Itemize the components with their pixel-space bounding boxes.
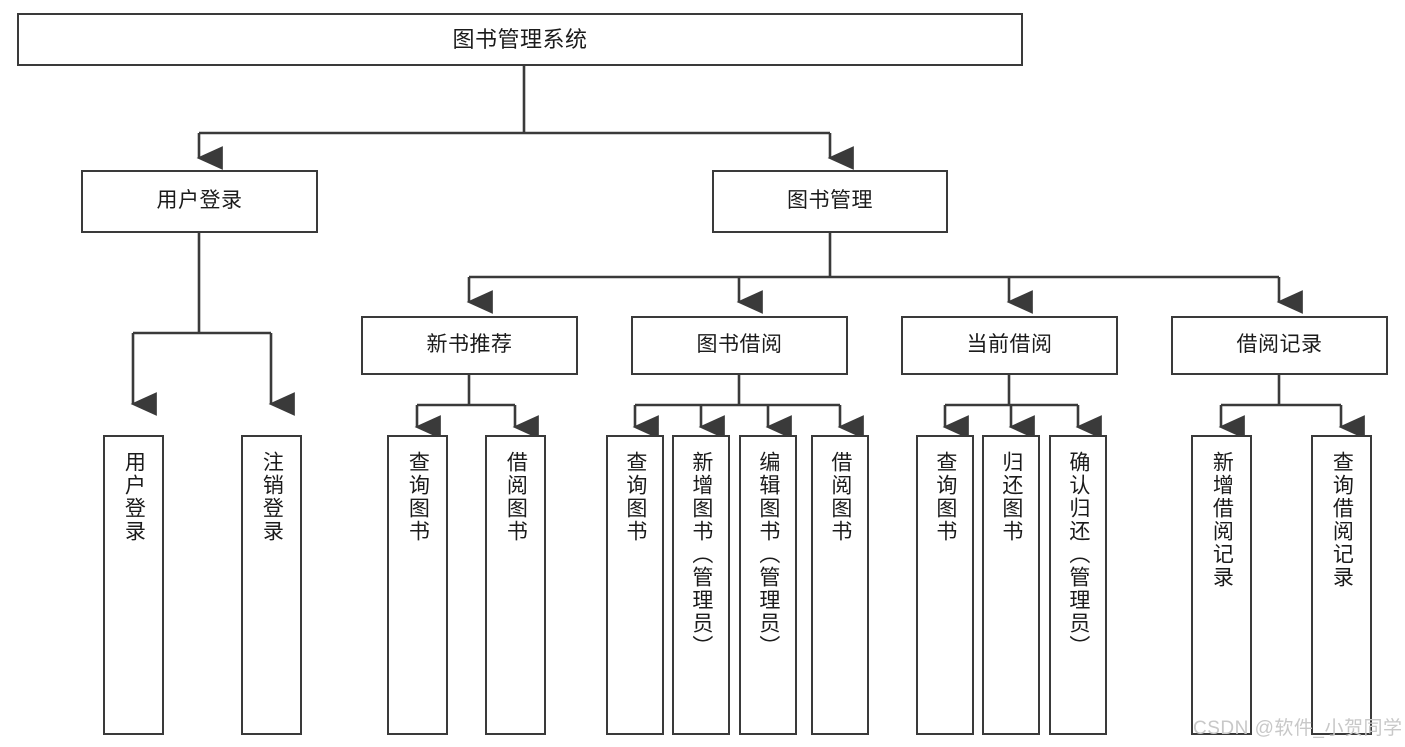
leaf-new-books-borrow[interactable]: 借阅图书 [485, 435, 546, 735]
leaf-borrow-edit-book[interactable]: 编辑图书（管理员） [739, 435, 797, 735]
leaf-records-query[interactable]: 查询借阅记录 [1311, 435, 1372, 735]
node-current-borrow[interactable]: 当前借阅 [901, 316, 1118, 375]
leaf-borrow-edit-book-label: 编辑图书（管理员） [756, 451, 780, 658]
leaf-user-logout-label: 注销登录 [260, 451, 284, 543]
leaf-current-confirm-return[interactable]: 确认归还（管理员） [1049, 435, 1107, 735]
node-book-management[interactable]: 图书管理 [712, 170, 948, 233]
leaf-current-query-book[interactable]: 查询图书 [916, 435, 974, 735]
leaf-current-confirm-return-label: 确认归还（管理员） [1066, 451, 1090, 658]
leaf-borrow-query-book-label: 查询图书 [623, 451, 647, 543]
watermark: CSDN @软件_小贺同学 [1193, 718, 1403, 739]
leaf-new-books-query-label: 查询图书 [406, 451, 430, 543]
leaf-user-login[interactable]: 用户登录 [103, 435, 164, 735]
leaf-new-books-borrow-label: 借阅图书 [504, 451, 528, 543]
node-book-borrow[interactable]: 图书借阅 [631, 316, 848, 375]
node-user-login[interactable]: 用户登录 [81, 170, 318, 233]
node-user-login-label: 用户登录 [156, 189, 243, 213]
node-borrow-records-label: 借阅记录 [1236, 333, 1323, 357]
node-new-book-recommend[interactable]: 新书推荐 [361, 316, 578, 375]
leaf-borrow-add-book[interactable]: 新增图书（管理员） [672, 435, 730, 735]
leaf-user-logout[interactable]: 注销登录 [241, 435, 302, 735]
leaf-borrow-borrow-book-label: 借阅图书 [828, 451, 852, 543]
leaf-current-return-book[interactable]: 归还图书 [982, 435, 1040, 735]
leaf-current-return-book-label: 归还图书 [999, 451, 1023, 543]
node-new-book-recommend-label: 新书推荐 [426, 333, 513, 357]
node-root-label: 图书管理系统 [452, 26, 588, 52]
leaf-current-query-book-label: 查询图书 [933, 451, 957, 543]
leaf-borrow-query-book[interactable]: 查询图书 [606, 435, 664, 735]
node-book-management-label: 图书管理 [787, 189, 873, 213]
leaf-records-query-label: 查询借阅记录 [1330, 451, 1354, 589]
leaf-user-login-label: 用户登录 [122, 451, 146, 543]
leaf-new-books-query[interactable]: 查询图书 [387, 435, 448, 735]
leaf-records-add-label: 新增借阅记录 [1210, 451, 1234, 589]
node-root[interactable]: 图书管理系统 [17, 13, 1023, 66]
leaf-records-add[interactable]: 新增借阅记录 [1191, 435, 1252, 735]
node-book-borrow-label: 图书借阅 [696, 333, 783, 357]
node-current-borrow-label: 当前借阅 [966, 333, 1053, 357]
node-borrow-records[interactable]: 借阅记录 [1171, 316, 1388, 375]
leaf-borrow-add-book-label: 新增图书（管理员） [689, 451, 713, 658]
leaf-borrow-borrow-book[interactable]: 借阅图书 [811, 435, 869, 735]
